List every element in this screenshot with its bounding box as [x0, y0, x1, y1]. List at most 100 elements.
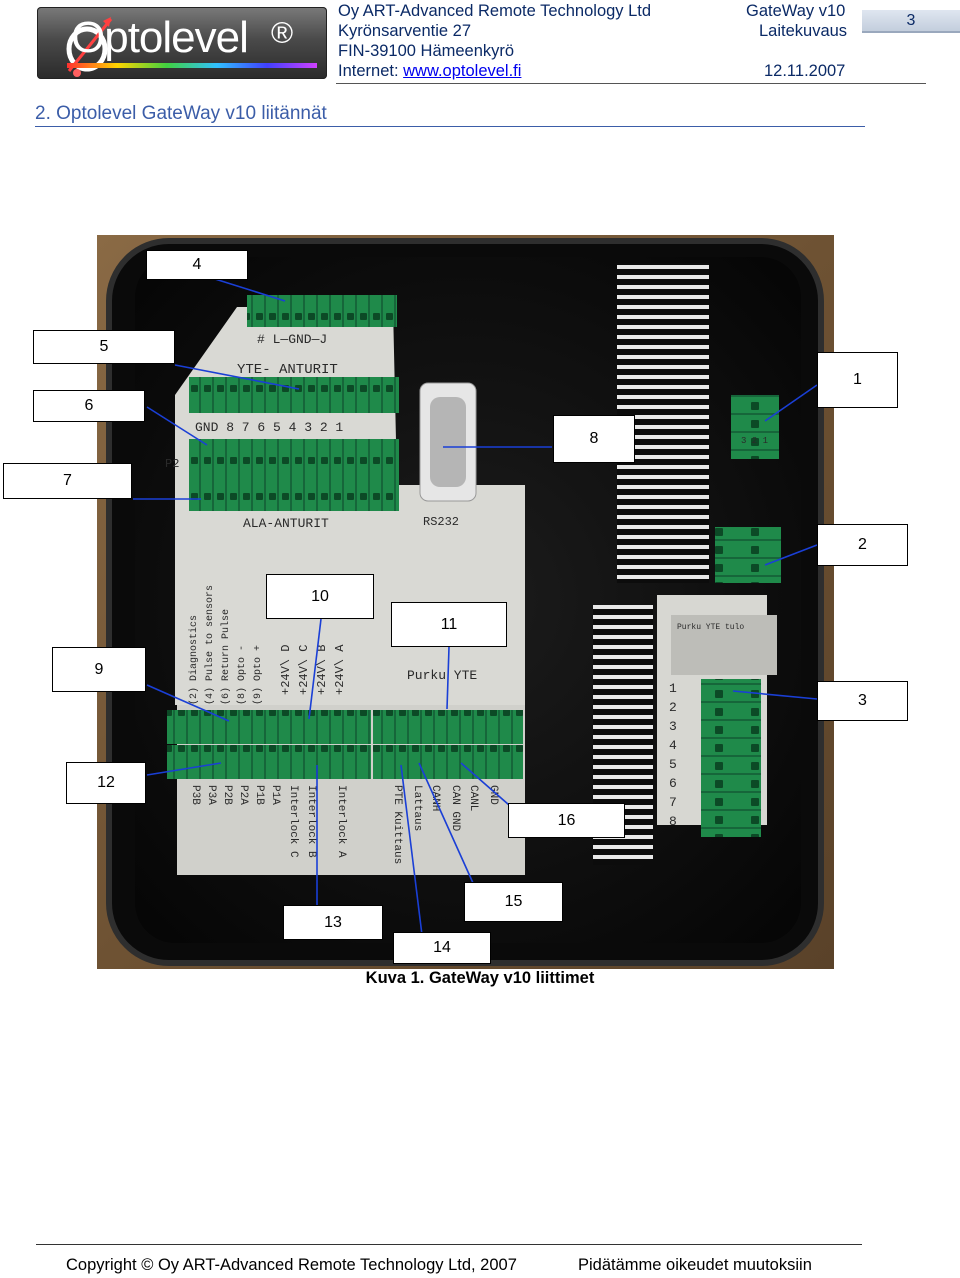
arrow-3 [732, 690, 818, 700]
gateway-board-illustration: # L—GND—J YTE- ANTURIT GND 8 7 6 5 4 3 2… [97, 235, 834, 969]
company-city: FIN-39100 Hämeenkyrö [338, 42, 515, 60]
terminal-block-right-1 [731, 395, 779, 459]
print-vi-c: +24V\ C [297, 645, 311, 695]
right-label-sticker [671, 615, 777, 675]
figure-caption: Kuva 1. GateWay v10 liittimet [365, 969, 595, 987]
print-right-num-4: 4 [669, 738, 677, 753]
print-right-small: 3 2 1 [741, 436, 768, 446]
print-pte-kuittaus: PTE Kuittaus [391, 785, 403, 864]
arrow-1 [764, 384, 818, 422]
logo-wordmark: Optolevel [71, 13, 249, 62]
callout-label-14: 14 [393, 932, 491, 964]
section-title-rule [35, 126, 865, 127]
arrow-10 [308, 618, 322, 720]
section-title: 2. Optolevel GateWay v10 liitännät [35, 103, 327, 124]
arrow-11 [446, 646, 450, 710]
print-interlock-c: Interlock C [287, 785, 299, 858]
arrow-15 [418, 762, 474, 884]
arrow-9 [146, 684, 230, 722]
terminal-block-yte-2 [189, 439, 399, 475]
print-yte-anturit: YTE- ANTURIT [237, 362, 338, 378]
callout-label-16: 16 [508, 803, 625, 838]
callout-label-8: 8 [553, 415, 635, 463]
footer-rule [36, 1244, 862, 1245]
callout-label-6: 6 [33, 390, 145, 422]
print-purku-yte: Purku YTE [407, 668, 477, 683]
print-right-num-2: 2 [669, 700, 677, 715]
print-p1a: P1A [269, 785, 281, 805]
callout-label-9: 9 [52, 647, 146, 692]
internet-label: Internet: [338, 62, 404, 80]
callout-label-13: 13 [283, 905, 383, 940]
print-p2a: P2A [237, 785, 249, 805]
arrow-2 [764, 544, 818, 566]
print-p1b: P1B [253, 785, 265, 805]
company-internet: Internet: www.optolevel.fi [338, 62, 521, 81]
print-gnd-top: # L—GND—J [257, 332, 327, 347]
print-p3b: P3B [189, 785, 201, 805]
callout-label-11: 11 [391, 602, 507, 647]
board-left-vertical: (2) Diagnostics (4) Pulse to sensors (6)… [188, 585, 264, 705]
logo-registered-mark: ® [271, 17, 294, 50]
company-name: Oy ART-Advanced Remote Technology Ltd [338, 2, 652, 20]
arrow-6 [146, 406, 208, 446]
callout-label-15: 15 [464, 882, 563, 922]
print-interlock-a: Interlock A [335, 785, 347, 858]
arrow-12 [146, 762, 222, 776]
print-right-num-3: 3 [669, 719, 677, 734]
print-left-vertical-5: (9) Opto + [252, 645, 264, 705]
page-number: 3 [906, 12, 916, 29]
footer-rights: Pidätämme oikeudet muutoksiin [578, 1256, 812, 1274]
terminal-block-top [247, 295, 397, 327]
print-interlock-b: Interlock B [305, 785, 317, 858]
terminal-block-bottom-left-1 [167, 710, 371, 744]
board-right-numbers: 1 2 3 4 5 6 7 8 [669, 681, 677, 829]
print-vi-d: +24V\ D [279, 645, 293, 695]
terminal-block-bottom-right-1 [373, 710, 523, 744]
print-right-num-8: 8 [669, 814, 677, 829]
print-left-vertical-4: (8) Opto - [236, 645, 248, 705]
footer-copyright: Copyright © Oy ART-Advanced Remote Techn… [66, 1256, 517, 1274]
callout-label-5: 5 [33, 330, 175, 364]
page-number-tab [862, 10, 960, 33]
print-right-num-1: 1 [669, 681, 677, 696]
callout-label-12: 12 [66, 762, 146, 804]
print-left-vertical-2: (4) Pulse to sensors [204, 585, 216, 705]
callout-label-4: 4 [146, 250, 248, 280]
product-name: GateWay v10 [746, 2, 846, 20]
print-right-num-7: 7 [669, 795, 677, 810]
print-vi-a: +24V\ A [333, 644, 347, 695]
arrow-4 [214, 278, 286, 302]
print-rs232: RS232 [423, 515, 459, 529]
terminal-block-right-2 [715, 527, 781, 583]
arrow-16 [460, 762, 510, 806]
board-bottom-vertical: P3B P3A P2B P2A P1B P1A Interlock C Inte… [189, 785, 499, 864]
terminal-block-bottom-left-2 [167, 745, 371, 779]
print-right-num-6: 6 [669, 776, 677, 791]
terminal-block-right-3 [701, 679, 761, 837]
print-p2b: P2B [221, 785, 233, 805]
arrow-14 [400, 764, 423, 936]
print-p2: P2 [165, 457, 179, 471]
website-link[interactable]: www.optolevel.fi [403, 62, 522, 80]
callout-label-10: 10 [266, 574, 374, 619]
print-gnd-row: GND 8 7 6 5 4 3 2 1 [195, 420, 343, 435]
print-gnd: GND [487, 785, 499, 805]
optolevel-logo-mark-icon [66, 17, 113, 77]
header-rule [336, 83, 926, 84]
document-type: Laitekuvaus [759, 22, 848, 40]
logo-rainbow-bar [67, 63, 317, 68]
print-right-note: Purku YTE tulo [677, 623, 744, 632]
optolevel-logo: Optolevel ® [37, 7, 327, 79]
print-p3a: P3A [205, 785, 217, 805]
print-ala-anturit: ALA-ANTURIT [243, 516, 329, 531]
company-street: Kyrönsarventie 27 [338, 22, 471, 40]
print-left-vertical-1: (2) Diagnostics [188, 615, 200, 705]
board-print: # L—GND—J YTE- ANTURIT GND 8 7 6 5 4 3 2… [165, 332, 768, 683]
callout-label-7: 7 [3, 463, 132, 499]
print-vi-b: +24V\ B [315, 645, 329, 695]
callout-label-3: 3 [817, 681, 908, 721]
callout-label-1: 1 [817, 352, 898, 408]
terminal-block-ala [189, 475, 399, 511]
arrow-5 [174, 364, 300, 390]
